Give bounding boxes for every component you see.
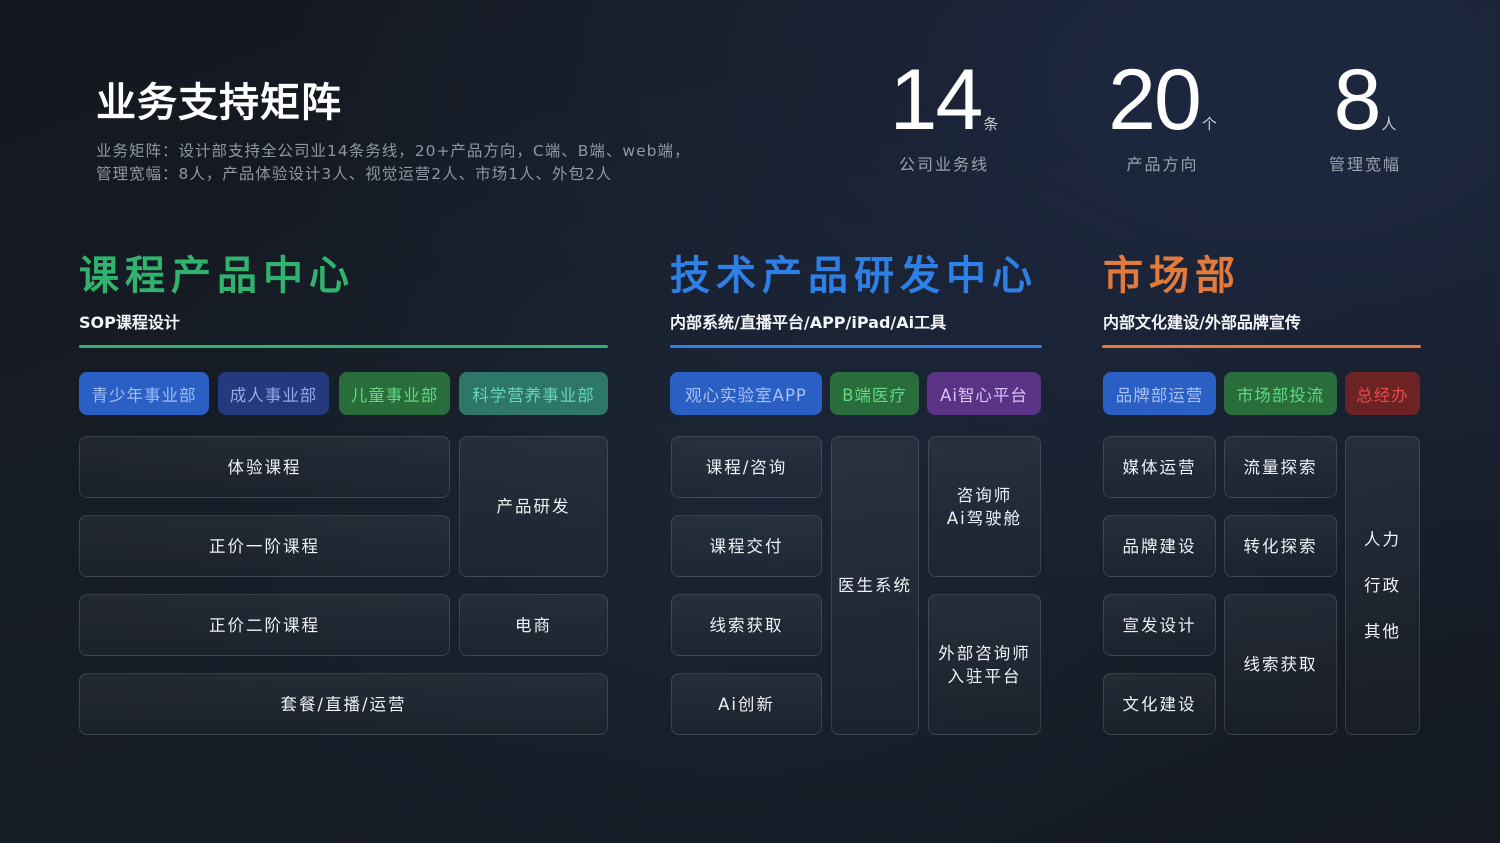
card-line: 入驻平台 [947, 666, 1022, 686]
tag[interactable]: 儿童事业部 [339, 372, 450, 415]
stat-unit: 个 [1201, 115, 1217, 133]
stat-value: 20 [1108, 52, 1202, 148]
card[interactable]: 线索获取 [671, 594, 822, 656]
card[interactable]: 课程交付 [671, 515, 822, 577]
card[interactable]: 人力 行政 其他 [1345, 436, 1420, 735]
card[interactable]: 外部咨询师 入驻平台 [928, 594, 1041, 735]
card[interactable]: 产品研发 [459, 436, 608, 577]
page-description: 业务矩阵：设计部支持全公司业14条务线，20+产品方向，C端、B端、web端， … [96, 140, 690, 186]
card[interactable]: 流量探索 [1224, 436, 1337, 498]
tag[interactable]: 成人事业部 [218, 372, 329, 415]
desc-line: 业务矩阵：设计部支持全公司业14条务线，20+产品方向，C端、B端、web端， [96, 142, 691, 160]
section-divider [79, 345, 608, 348]
tag[interactable]: Ai智心平台 [927, 372, 1041, 415]
stat-label: 产品方向 [1126, 155, 1199, 174]
card[interactable]: 咨询师 Ai驾驶舱 [928, 436, 1041, 577]
card[interactable]: 正价一阶课程 [79, 515, 450, 577]
card[interactable]: 媒体运营 [1103, 436, 1216, 498]
card[interactable]: 体验课程 [79, 436, 450, 498]
tag[interactable]: 品牌部运营 [1103, 372, 1216, 415]
tag[interactable]: 科学营养事业部 [459, 372, 608, 415]
card[interactable]: 转化探索 [1224, 515, 1337, 577]
card[interactable]: 文化建设 [1103, 673, 1216, 735]
tag[interactable]: 总经办 [1345, 372, 1420, 415]
section-subtitle: 内部系统/直播平台/APP/iPad/Ai工具 [670, 313, 947, 332]
section-divider [1102, 345, 1421, 348]
section-divider [670, 345, 1042, 348]
card-line: 外部咨询师 [938, 643, 1031, 663]
card[interactable]: 品牌建设 [1103, 515, 1216, 577]
tag[interactable]: 市场部投流 [1224, 372, 1337, 415]
card-line: 行政 [1364, 575, 1401, 595]
page-title: 业务支持矩阵 [96, 80, 342, 126]
stat-label: 管理宽幅 [1328, 155, 1401, 174]
section-subtitle: 内部文化建设/外部品牌宣传 [1103, 313, 1301, 332]
card[interactable]: 课程/咨询 [671, 436, 822, 498]
card-line: 咨询师 [956, 485, 1013, 505]
stat-label: 公司业务线 [898, 155, 989, 174]
section-title-tech: 技术产品研发中心 [670, 253, 1038, 299]
section-subtitle: SOP课程设计 [79, 313, 180, 332]
section-title-course: 课程产品中心 [79, 253, 355, 299]
stat-unit: 条 [983, 115, 999, 133]
card-line: 其他 [1364, 621, 1401, 641]
card[interactable]: 电商 [459, 594, 608, 656]
card[interactable]: 套餐/直播/运营 [79, 673, 608, 735]
card-line: 人力 [1364, 529, 1401, 549]
card[interactable]: 医生系统 [831, 436, 919, 735]
card-line: Ai驾驶舱 [946, 508, 1023, 528]
tag[interactable]: 青少年事业部 [79, 372, 209, 415]
card[interactable]: 宣发设计 [1103, 594, 1216, 656]
stat-unit: 人 [1381, 115, 1397, 133]
card[interactable]: 正价二阶课程 [79, 594, 450, 656]
tag[interactable]: B端医疗 [830, 372, 919, 415]
stat-value: 8 [1333, 52, 1382, 148]
section-title-market: 市场部 [1103, 253, 1241, 299]
stat-value: 14 [889, 52, 984, 148]
desc-line: 管理宽幅：8人，产品体验设计3人、视觉运营2人、市场1人、外包2人 [96, 165, 613, 183]
card[interactable]: Ai创新 [671, 673, 822, 735]
tag[interactable]: 观心实验室APP [670, 372, 822, 415]
card[interactable]: 线索获取 [1224, 594, 1337, 735]
